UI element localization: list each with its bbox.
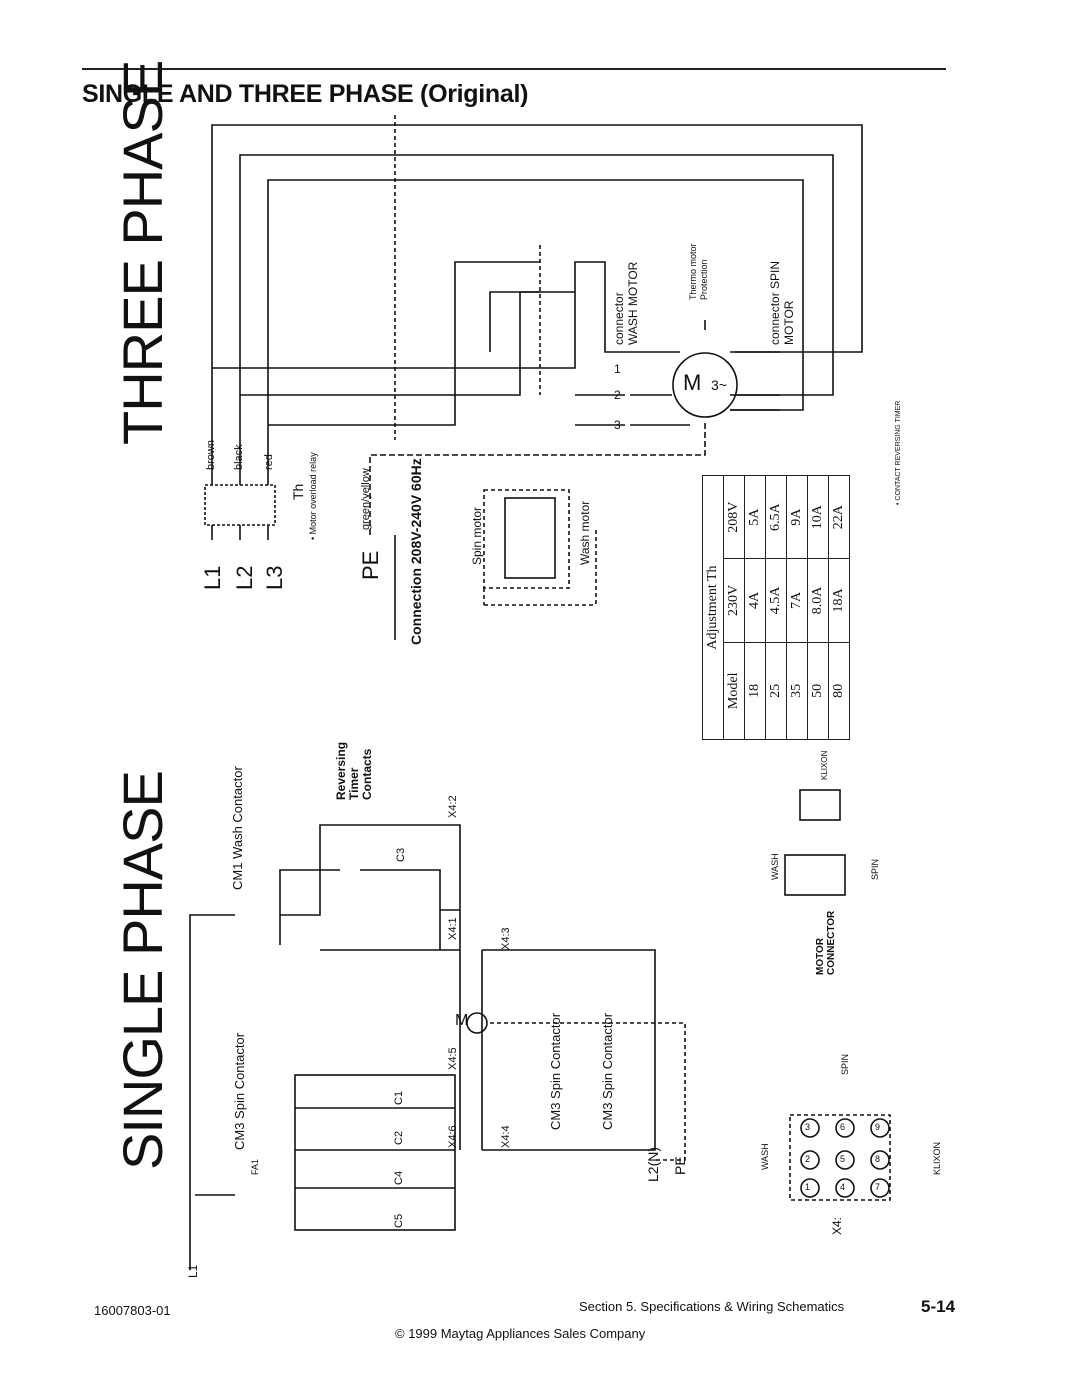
- copyright: © 1999 Maytag Appliances Sales Company: [395, 1326, 646, 1341]
- pin-7: 7: [875, 1182, 881, 1192]
- spin-contactor-1-label: CM3 Spin Contactor: [548, 1012, 563, 1130]
- wash-connector-label: connector WASH MOTOR: [612, 261, 640, 345]
- table-cell: 18A: [828, 558, 850, 643]
- label-pe: PE: [358, 550, 383, 580]
- label-single-l1: L1: [186, 1264, 200, 1278]
- reversing-label: Reversing Timer Contacts: [334, 741, 374, 800]
- table-cell: 10A: [807, 475, 829, 559]
- table-cell: 18: [744, 642, 766, 740]
- terminal-x4-5: X4:5: [447, 1047, 459, 1070]
- relay-label: Th: [290, 483, 306, 500]
- label-l1: L1: [200, 565, 225, 590]
- terminal-3: 3: [614, 418, 621, 432]
- table-cell: 4A: [744, 558, 766, 643]
- pin-6: 6: [840, 1122, 846, 1132]
- connection-label: Connection 208V-240V 60Hz: [408, 458, 424, 645]
- connector-klixon-label: KLIXON: [820, 750, 829, 780]
- cap-c3: C3: [395, 847, 407, 862]
- table-cell: 4.5A: [765, 558, 787, 643]
- wire-color-black: black: [233, 444, 245, 470]
- feed-line-l1: [211, 124, 863, 485]
- terminal-1: 1: [614, 362, 621, 376]
- x4-label: X4:: [830, 1216, 844, 1235]
- table-cell: 5A: [744, 475, 766, 559]
- header-rule: [82, 68, 946, 70]
- feed-line-l3: [267, 179, 804, 485]
- label-single-pe: PE: [672, 1156, 688, 1175]
- motor-phase: 3~: [711, 377, 727, 393]
- table-cell: 6.5A: [765, 475, 787, 559]
- terminal-x4-6: X4:6: [447, 1125, 459, 1148]
- feed-line-l2: [239, 154, 834, 485]
- label-pe-color: green/yellow: [360, 468, 372, 530]
- connector-spin-label: SPIN: [870, 858, 880, 880]
- terminal-2: 2: [614, 388, 621, 402]
- table-header: 208V: [723, 475, 745, 559]
- doc-number: 16007803-01: [94, 1303, 171, 1318]
- x4-klixon-label: KLIXON: [932, 1141, 942, 1175]
- connector-wash-label: WASH: [770, 853, 780, 880]
- page-title: SINGLE AND THREE PHASE (Original): [82, 80, 529, 108]
- table-cell: 8.0A: [807, 558, 829, 643]
- contact-note: • CONTACT REVERSING TIMER: [895, 400, 902, 505]
- cap-c5: C5: [393, 1213, 405, 1228]
- label-single-l2: L2(N): [645, 1146, 661, 1182]
- spin-contactor-left-label: CM3 Spin Contactor: [232, 1032, 247, 1150]
- table-cell: 35: [786, 642, 808, 740]
- table-header: 230V: [723, 558, 745, 643]
- cap-c2: C2: [393, 1130, 405, 1145]
- table-title: Adjustment Th: [702, 475, 724, 740]
- wire-color-red: red: [263, 454, 275, 470]
- pin-8: 8: [875, 1154, 881, 1164]
- wash-contactor-label: CM1 Wash Contactor: [230, 766, 245, 890]
- table-cell: 22A: [828, 475, 850, 559]
- thermo-label: Thermo motor Protection: [688, 243, 709, 300]
- spin-motor-label: Spin motor: [470, 506, 484, 565]
- spin-contactor-2-label: CM3 Spin Contactor: [600, 1012, 615, 1130]
- wash-motor-label: Wash motor: [578, 500, 592, 565]
- pin-3: 3: [805, 1122, 811, 1132]
- fa1-label: FA1: [250, 1158, 260, 1175]
- pin-5: 5: [840, 1154, 846, 1164]
- cap-c4: C4: [393, 1170, 405, 1185]
- table-cell: 25: [765, 642, 787, 740]
- table-cell: 9A: [786, 475, 808, 559]
- label-l2: L2: [232, 565, 257, 590]
- spin-connector-label: connector SPIN MOTOR: [768, 260, 796, 345]
- terminal-x4-1: X4:1: [447, 917, 459, 940]
- motor-symbol: M: [683, 370, 702, 395]
- section-label: Section 5. Specifications & Wiring Schem…: [579, 1299, 845, 1314]
- table-cell: 7A: [786, 558, 808, 643]
- terminal-x4-2: X4:2: [447, 795, 459, 818]
- x4-spin-label: SPIN: [840, 1053, 850, 1075]
- pin-1: 1: [805, 1182, 811, 1192]
- pin-2: 2: [805, 1154, 811, 1164]
- table-header: Model: [723, 642, 745, 740]
- motor-connector-label: MOTOR CONNECTOR: [815, 910, 837, 975]
- label-l3: L3: [262, 565, 287, 590]
- cap-c1: C1: [393, 1090, 405, 1105]
- pin-4: 4: [840, 1182, 846, 1192]
- terminal-x4-3: X4:3: [500, 927, 512, 950]
- table-cell: 80: [828, 642, 850, 740]
- page-number: 5-14: [921, 1297, 956, 1316]
- table-cell: 50: [807, 642, 829, 740]
- single-motor-symbol: M: [455, 1012, 469, 1029]
- terminal-x4-4: X4:4: [500, 1125, 512, 1148]
- relay-note: • Motor overload relay: [308, 452, 318, 540]
- x4-wash-label: WASH: [760, 1143, 770, 1170]
- pin-9: 9: [875, 1122, 881, 1132]
- wire-color-brown: brown: [205, 440, 217, 470]
